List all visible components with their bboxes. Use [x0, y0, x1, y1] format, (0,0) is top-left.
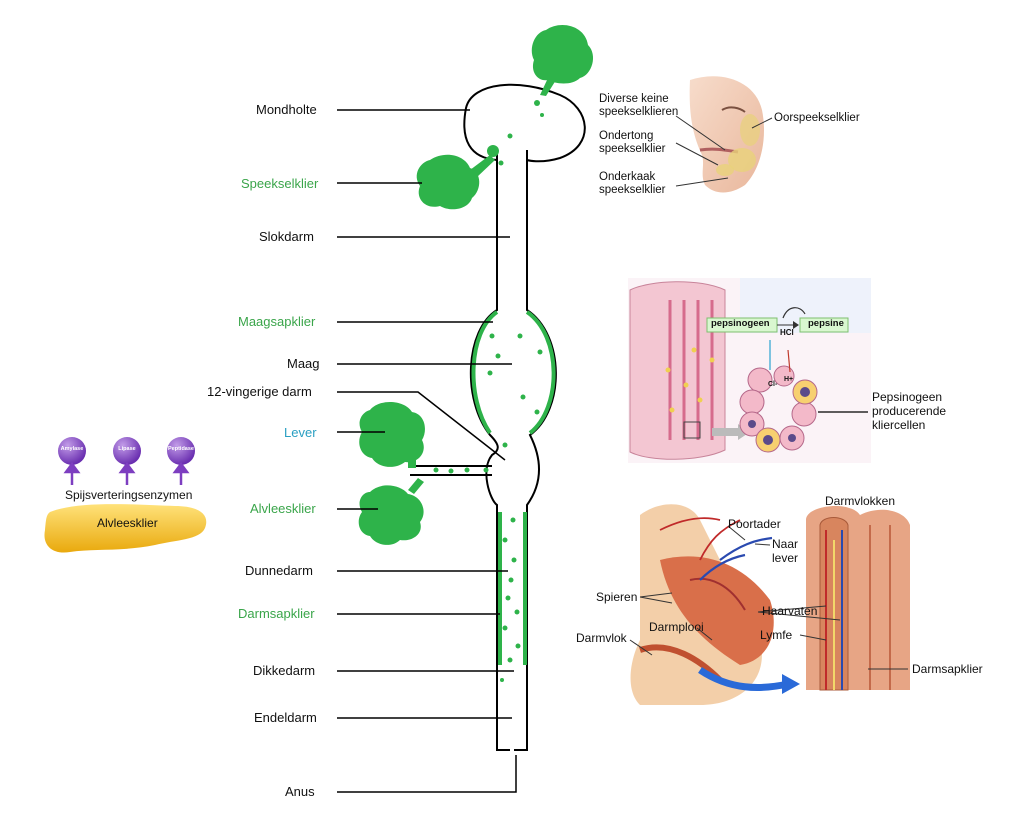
gland-lining	[471, 310, 556, 665]
intestine-label-darmvlokken: Darmvlokken	[825, 494, 896, 508]
stomach-label-caption: Pepsinogeen producerende kliercellen	[872, 390, 947, 432]
label-lever: Lever	[284, 425, 317, 440]
stomach-label-hcl: HCl	[780, 328, 794, 337]
liver-shape	[359, 401, 425, 468]
pepsine-box	[799, 317, 849, 333]
pancreas-panel-graphics	[44, 437, 207, 553]
pancreas-shape	[358, 478, 424, 545]
intestine-label-spieren: Spieren	[596, 590, 638, 604]
pancreas-organ-label: Alvleesklier	[97, 516, 158, 530]
label-maag: Maag	[287, 356, 320, 371]
stomach-label-cl-ion: Cl-	[768, 381, 778, 388]
stomach-label-pepsine: pepsine	[808, 318, 844, 329]
label-endeldarm: Endeldarm	[254, 710, 317, 725]
intestine-label-poortader: Poortader	[728, 517, 781, 531]
stomach-label-pepsinogeen: pepsinogeen	[711, 318, 770, 329]
salivary-gland-top-shape	[531, 25, 594, 96]
label-mondholte: Mondholte	[256, 102, 317, 117]
enzyme-label-lipase: Lipase	[118, 446, 136, 452]
label-anus: Anus	[285, 784, 315, 799]
face-leader-lines	[675, 115, 773, 187]
intestine-illustration	[629, 504, 910, 705]
intestine-label-haarvaten: Haarvaten	[762, 604, 818, 618]
stomach-gland-illustration	[628, 278, 871, 463]
pancreas-organ	[44, 504, 207, 553]
enzyme-dots	[433, 100, 544, 682]
salivary-gland-left-shape	[416, 145, 499, 210]
label-darmsapklier: Darmsapklier	[238, 606, 315, 621]
leader-lines	[337, 109, 517, 793]
enzyme-ball-peptidase	[167, 437, 195, 465]
label-alvleesklier: Alvleesklier	[250, 501, 316, 516]
face-label-oorspeekselklier: Oorspeekselklier	[774, 112, 860, 124]
label-dunnedarm: Dunnedarm	[245, 563, 313, 578]
face-label-ondertong: Ondertong speekselklier	[599, 130, 666, 155]
face-label-onderkaak: Onderkaak speekselklier	[599, 171, 666, 196]
enzymes-title: Spijsverteringsenzymen	[65, 488, 193, 502]
label-slokdarm: Slokdarm	[259, 229, 314, 244]
label-12-vingerige-darm: 12-vingerige darm	[207, 384, 312, 399]
enzyme-ball-lipase	[113, 437, 141, 465]
stomach-label-h-ion: H+	[784, 376, 794, 383]
label-speekselklier: Speekselklier	[241, 176, 319, 191]
face-label-diverse: Diverse keine speekselklieren	[599, 93, 679, 118]
label-dikkedarm: Dikkedarm	[253, 663, 316, 678]
intestine-label-darmplooi: Darmplooi	[649, 620, 704, 634]
intestine-label-darmvlok: Darmvlok	[576, 631, 627, 645]
intestine-label-darmsapklier: Darmsapklier	[912, 662, 983, 676]
intestine-label-naar-lever: Naar lever	[772, 537, 799, 565]
label-maagsapklier: Maagsapklier	[238, 314, 316, 329]
enzyme-label-peptidase: Peptidase	[168, 446, 194, 452]
enzyme-ball-amylase	[58, 437, 86, 465]
face-illustration	[689, 76, 765, 193]
intestine-label-lymfe: Lymfe	[760, 628, 793, 642]
enzyme-label-amylase: Amylase	[60, 446, 84, 452]
